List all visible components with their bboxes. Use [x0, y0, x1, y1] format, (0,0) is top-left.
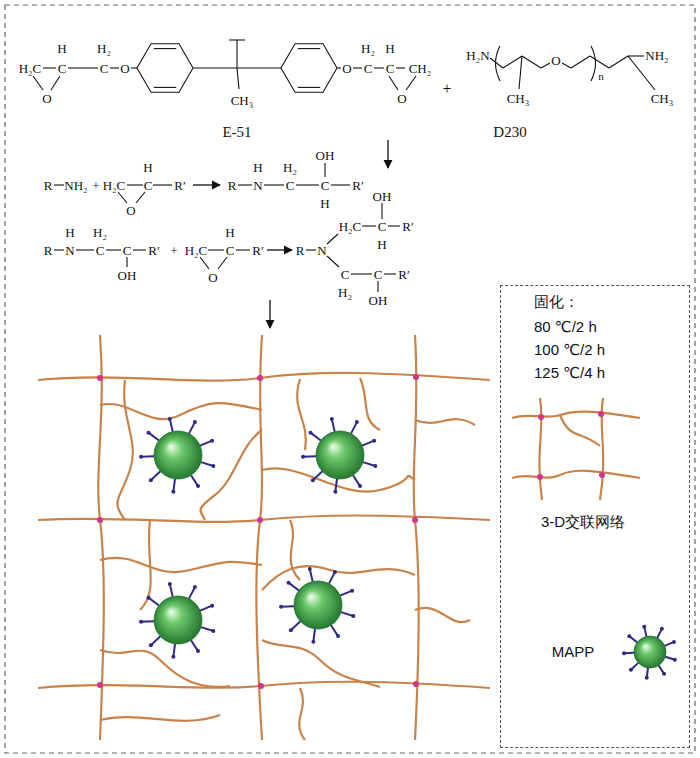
structure-label: C [58, 62, 67, 75]
network-icon [512, 398, 640, 500]
structure-label: H₂C [19, 62, 42, 75]
structure-label: R′ [252, 244, 264, 257]
structure-label: O [208, 271, 217, 284]
panel-text: 固化： [534, 294, 579, 309]
structure-label: C [226, 244, 235, 257]
structure-label: + [442, 81, 451, 97]
panel-text: 100 ℃/2 h [534, 342, 605, 357]
structure-label: H [253, 161, 262, 174]
structure-label: C [378, 220, 387, 233]
structure-label: O [551, 54, 560, 67]
structure-label: C [96, 244, 105, 257]
structure-label: + [170, 244, 177, 257]
structure-label: H [57, 42, 66, 55]
mapp-particles [139, 417, 677, 680]
structure-label: OH [373, 190, 392, 203]
structure-label: R [228, 179, 237, 192]
structure-label: OH [316, 149, 335, 162]
structure-label: R′ [174, 179, 186, 192]
structure-label: C [286, 179, 295, 192]
outer-border [5, 5, 695, 753]
structure-label: + [92, 179, 99, 192]
structure-label: C [364, 62, 373, 75]
network-icon-points [537, 411, 605, 480]
structure-label: H [225, 226, 234, 239]
structure-label: O [342, 62, 351, 75]
structure-label: R [296, 244, 305, 257]
structure-label: C [100, 62, 109, 75]
structure-label: O [120, 62, 129, 75]
panel-text: 125 ℃/4 h [534, 365, 605, 380]
panel-text: MAPP [552, 644, 595, 659]
structure-label: N [253, 179, 262, 192]
structure-label: N [317, 244, 326, 257]
structure-label: C [374, 268, 383, 281]
structure-label: O [126, 204, 135, 217]
structure-label: NH₂ [64, 179, 87, 192]
structure-label: H₂C [185, 244, 208, 257]
structure-label: H [377, 238, 386, 251]
structure-label: NH₂ [645, 49, 668, 62]
structure-label: H [65, 226, 74, 239]
structure-label: H [143, 161, 152, 174]
structure-label: R′ [148, 244, 160, 257]
structure-label: R′ [402, 220, 414, 233]
structure-label: C [144, 179, 153, 192]
structure-label: H₂ [93, 226, 107, 239]
crosslink-network [38, 335, 490, 740]
structure-label: R [44, 179, 53, 192]
structure-label: C [123, 244, 132, 257]
structure-label: O [397, 92, 406, 105]
structure-label: N [65, 244, 74, 257]
structure-label: R′ [398, 268, 410, 281]
structure-label: H₂ [361, 42, 375, 55]
structure-label: CH₂ [409, 62, 432, 75]
structure-label: H₂ [283, 161, 297, 174]
structure-label: n [598, 71, 604, 82]
structure-label: H [385, 42, 394, 55]
structure-label: CH₃ [651, 92, 674, 105]
panel-text: 3-D交联网络 [541, 514, 625, 529]
structure-label: C [321, 179, 330, 192]
structure-label: D230 [493, 125, 526, 140]
curing-panel: 固化： 80 ℃/2 h 100 ℃/2 h 125 ℃/4 h 3-D交联网络 MAPP [500, 285, 690, 748]
structure-label: OH [369, 294, 388, 307]
structure-label: H [320, 197, 329, 210]
structure-label: H₂C [103, 179, 126, 192]
structure-label: R′ [352, 179, 364, 192]
structure-label: CH₃ [507, 92, 530, 105]
structure-label: H₂ [97, 42, 111, 55]
structure-label: C [386, 62, 395, 75]
structure-label: H₂C [339, 220, 362, 233]
structure-label: E-51 [222, 125, 251, 140]
crosslink-points [97, 374, 419, 689]
structure-label: H₂ [338, 286, 352, 299]
structure-label: OH [118, 269, 137, 282]
structure-label: C [341, 268, 350, 281]
structure-label: R [44, 244, 53, 257]
structure-label: CH₃ [231, 94, 254, 107]
structure-label: H₂N [466, 49, 489, 62]
structure-label: O [42, 92, 51, 105]
panel-text: 80 ℃/2 h [534, 319, 597, 334]
